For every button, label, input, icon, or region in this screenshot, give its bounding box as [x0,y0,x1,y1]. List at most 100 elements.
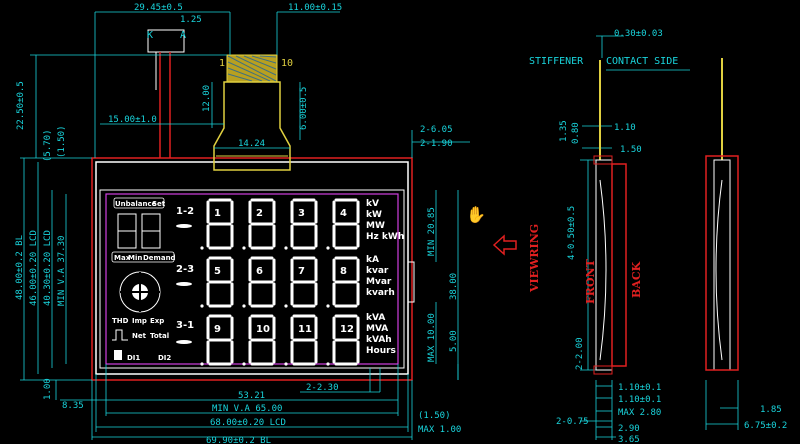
unit-label: MVA [366,324,388,334]
stiffener-label: STIFFENER [529,56,584,67]
di2-label: DI2 [158,354,171,362]
dim-2-6-05: 2-6.05 [420,125,453,135]
digit-number-label: 3 [298,208,305,219]
side-dim-2-0-75: 2-0.75 [556,417,589,427]
dim-2-1-90: 2-1.90 [420,139,453,149]
side-dim-0-80: 0.80 [571,122,581,144]
dim-5-00: 5.00 [449,330,459,352]
dim-22-50: 22.50±0.5 [16,81,26,130]
digit-number-label: 9 [214,324,221,335]
dim-max-1-00: MAX 1.00 [418,425,461,435]
side-dim-1-10b: 1.10±0.1 [618,383,661,393]
side-dim-1-35: 1.35 [559,120,569,142]
seven-seg-digit [242,314,276,366]
seven-seg-digit [284,314,318,366]
dim-69-90: 69.90±0.2 BL [206,436,271,444]
unit-label: Hours [366,346,396,356]
unit-label: kW [366,210,382,220]
fpc-tail [213,81,291,171]
side-dim-6-75: 6.75±0.2 [744,421,787,431]
seven-seg-digit [200,256,234,308]
net-label: Net [132,332,147,340]
thd-label: THD [112,317,129,325]
backlight-frame [91,157,413,381]
viewing-arrow [492,234,517,256]
dim-65-00: MIN V.A 65.00 [212,404,282,414]
seven-seg-digit [242,198,276,250]
digit-number-label: 4 [340,208,347,219]
dim-29-45: 29.45±0.5 [134,3,183,13]
unit-label: kV [366,199,379,209]
front-label: FRONT [584,258,597,304]
phase-23-label: 2-3 [176,264,194,275]
digit-number-label: 6 [256,266,263,277]
dim-14-24: 14.24 [238,139,265,149]
digit-number-label: 11 [298,324,312,335]
dim-11-00: 11.00±0.15 [288,3,342,13]
di1-label: DI1 [127,354,140,362]
dim-1-50-left: (1.50) [57,125,67,158]
imp-label: Imp [132,317,147,325]
digit-number-label: 1 [214,208,221,219]
phase-12-label: 1-2 [176,206,194,217]
label-a: A [180,30,186,41]
dim-1-25: 1.25 [180,15,202,25]
unit-label: kvarh [366,288,395,298]
digit-number-label: 10 [256,324,270,335]
seven-seg-digit [284,256,318,308]
unbalance-label: Unbalance [115,200,157,208]
seven-seg-digit [200,198,234,250]
pin-1-label: 1 [219,58,225,69]
dim-68-00: 68.00±0.20 LCD [210,418,286,428]
phase-31-label: 3-1 [176,320,194,331]
seven-seg-digit [242,256,276,308]
total-label: Total [150,332,169,340]
dim-48-00: 48.00±0.2 BL [15,235,25,300]
label-k: K [147,30,153,41]
demand-label: Demand [143,254,176,262]
digit-number-label: 7 [298,266,305,277]
back-label: BACK [630,261,643,298]
exp-label: Exp [150,317,164,325]
unit-label: kvar [366,266,389,276]
side-dim-4-0-50: 4-0.50±0.5 [567,206,577,260]
set-label: Set [152,200,166,208]
dim-38-00: 38.00 [449,273,459,300]
unit-label: Mvar [366,277,392,287]
digit-number-label: 12 [340,324,354,335]
dim-53-21: 53.21 [238,391,265,401]
side-dim-1-10c: 1.10±0.1 [618,395,661,405]
dim-37-30: MIN V.A 37.30 [57,236,67,306]
unit-label: kVAh [366,335,392,345]
unit-label: kVA [366,313,385,323]
digit-number-label: 2 [256,208,263,219]
unit-label: kA [366,255,379,265]
min-label: Min [128,254,142,262]
side-dim-max-2-80: MAX 2.80 [618,408,661,418]
dim-8-35: 8.35 [62,401,84,411]
dim-20-85: MIN 20.85 [427,207,437,256]
side-dim-1-10: 1.10 [614,123,636,133]
pin-10-label: 10 [281,58,293,69]
side-view-module [595,159,613,371]
dim-2-2-30: 2-2.30 [306,383,339,393]
seven-seg-digit [326,314,360,366]
dim-1-00: 1.00 [43,378,53,400]
digit-number-label: 5 [214,266,221,277]
viewring-label: VIEWRING [528,224,541,293]
dim-40-30: 40.30±0.20 LCD [43,230,53,306]
dim-5-70: (5.70) [43,129,53,162]
side-dim-1-50: 1.50 [620,145,642,155]
side-dim-2-90: 2.90 [618,424,640,434]
seven-seg-digit [200,314,234,366]
seven-seg-digit [284,198,318,250]
digit-number-label: 8 [340,266,347,277]
unit-label: Hz kWh [366,232,404,242]
dim-15-00: 15.00±1.0 [108,115,157,125]
hand-cursor-icon: ✋ [466,205,486,224]
dim-1-50-bottom: (1.50) [418,411,451,421]
dim-12-00: 12.00 [202,85,212,112]
dim-10-00: MAX 10.00 [427,313,437,362]
max-label: Max [114,254,131,262]
